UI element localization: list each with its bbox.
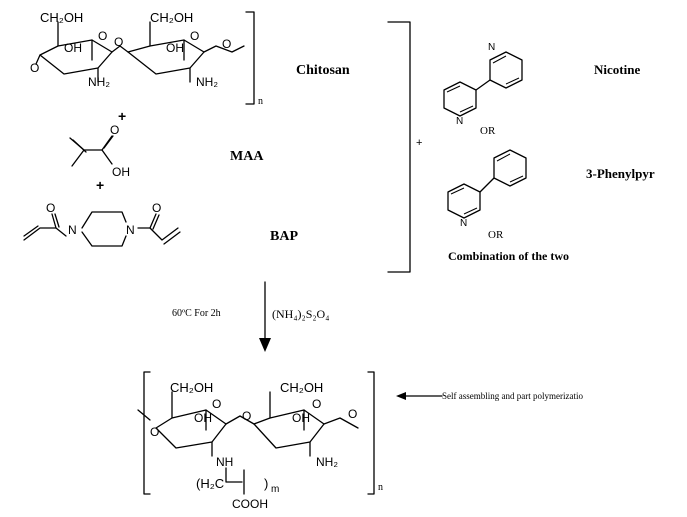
chitosan-tail-o: O — [222, 37, 231, 51]
nicotine-label: Nicotine — [594, 62, 640, 77]
combination-label: Combination of the two — [448, 249, 569, 263]
maa-structure: O OH — [69, 123, 130, 179]
product-oh-1: OH — [194, 411, 212, 425]
plus-sign-1: + — [118, 108, 126, 124]
plus-sign-3: + — [416, 137, 422, 149]
product-side-chain-end: ) — [264, 476, 268, 491]
product-ch2oh-1: CH₂OH — [170, 380, 213, 395]
nicotine-structure: N N — [443, 42, 523, 127]
phenylpyridine-n: N — [460, 218, 467, 229]
annotation-text: Self assembling and part polymerizatio — [442, 391, 583, 401]
condition-temp-time: 60ºC For 2h — [172, 308, 221, 319]
product-ch2oh-2: CH₂OH — [280, 380, 323, 395]
maa-carbonyl-o: O — [110, 123, 119, 137]
product-ring-o-2: O — [312, 397, 321, 411]
product-cooh: COOH — [232, 497, 268, 511]
or-text-1: OR — [480, 125, 496, 137]
chitosan-label: Chitosan — [296, 63, 350, 78]
phenylpyridine-structure: N — [447, 149, 527, 229]
chitosan-structure: CH₂OH OH NH₂ O O O CH₂OH OH NH₂ O O n — [30, 10, 263, 107]
chitosan-repeat-n: n — [258, 96, 263, 107]
annotation-arrow-head — [396, 392, 406, 400]
chitosan-link-o: O — [114, 35, 123, 49]
product-tail-o: O — [348, 407, 357, 421]
product-side-chain: (H₂C — [196, 476, 224, 491]
chitosan-nh2-2: NH₂ — [196, 75, 218, 89]
maa-oh: OH — [112, 165, 130, 179]
phenylpyridine-label: 3-Phenylpyr — [586, 166, 655, 181]
condition-initiator: (NH₄)₂S₂O₄ — [272, 307, 329, 321]
chitosan-ring-o-1: O — [98, 29, 107, 43]
chitosan-end-o: O — [30, 61, 39, 75]
or-text-2: OR — [488, 229, 504, 241]
product-m: m — [271, 484, 279, 495]
bap-label: BAP — [270, 229, 298, 244]
reactant-bracket — [387, 21, 411, 273]
reaction-arrow-head — [259, 338, 271, 352]
nicotine-n-1: N — [456, 116, 463, 127]
product-oh-2: OH — [292, 411, 310, 425]
maa-label: MAA — [230, 149, 264, 164]
chitosan-ch2oh-1: CH₂OH — [40, 10, 83, 25]
product-nh: NH — [216, 455, 233, 469]
plus-sign-2: + — [96, 177, 104, 193]
bap-structure: O N N O — [23, 201, 181, 247]
product-ring-o-1: O — [212, 397, 221, 411]
chitosan-oh-1: OH — [64, 41, 82, 55]
chitosan-ch2oh-2: CH₂OH — [150, 10, 193, 25]
bap-o-1: O — [46, 201, 55, 215]
product-nh2: NH₂ — [316, 455, 338, 469]
chitosan-oh-2: OH — [166, 41, 184, 55]
chitosan-nh2-1: NH₂ — [88, 75, 110, 89]
bap-o-2: O — [152, 201, 161, 215]
bap-n-1: N — [68, 223, 77, 237]
nicotine-n-2: N — [488, 42, 495, 53]
product-structure: CH₂OH OH O O O NH CH₂OH OH O O NH₂ (H₂C … — [137, 371, 383, 511]
chitosan-ring-o-2: O — [190, 29, 199, 43]
product-repeat-n: n — [378, 482, 383, 493]
product-link-o: O — [242, 409, 251, 423]
product-end-o: O — [150, 425, 159, 439]
bap-n-2: N — [126, 223, 135, 237]
